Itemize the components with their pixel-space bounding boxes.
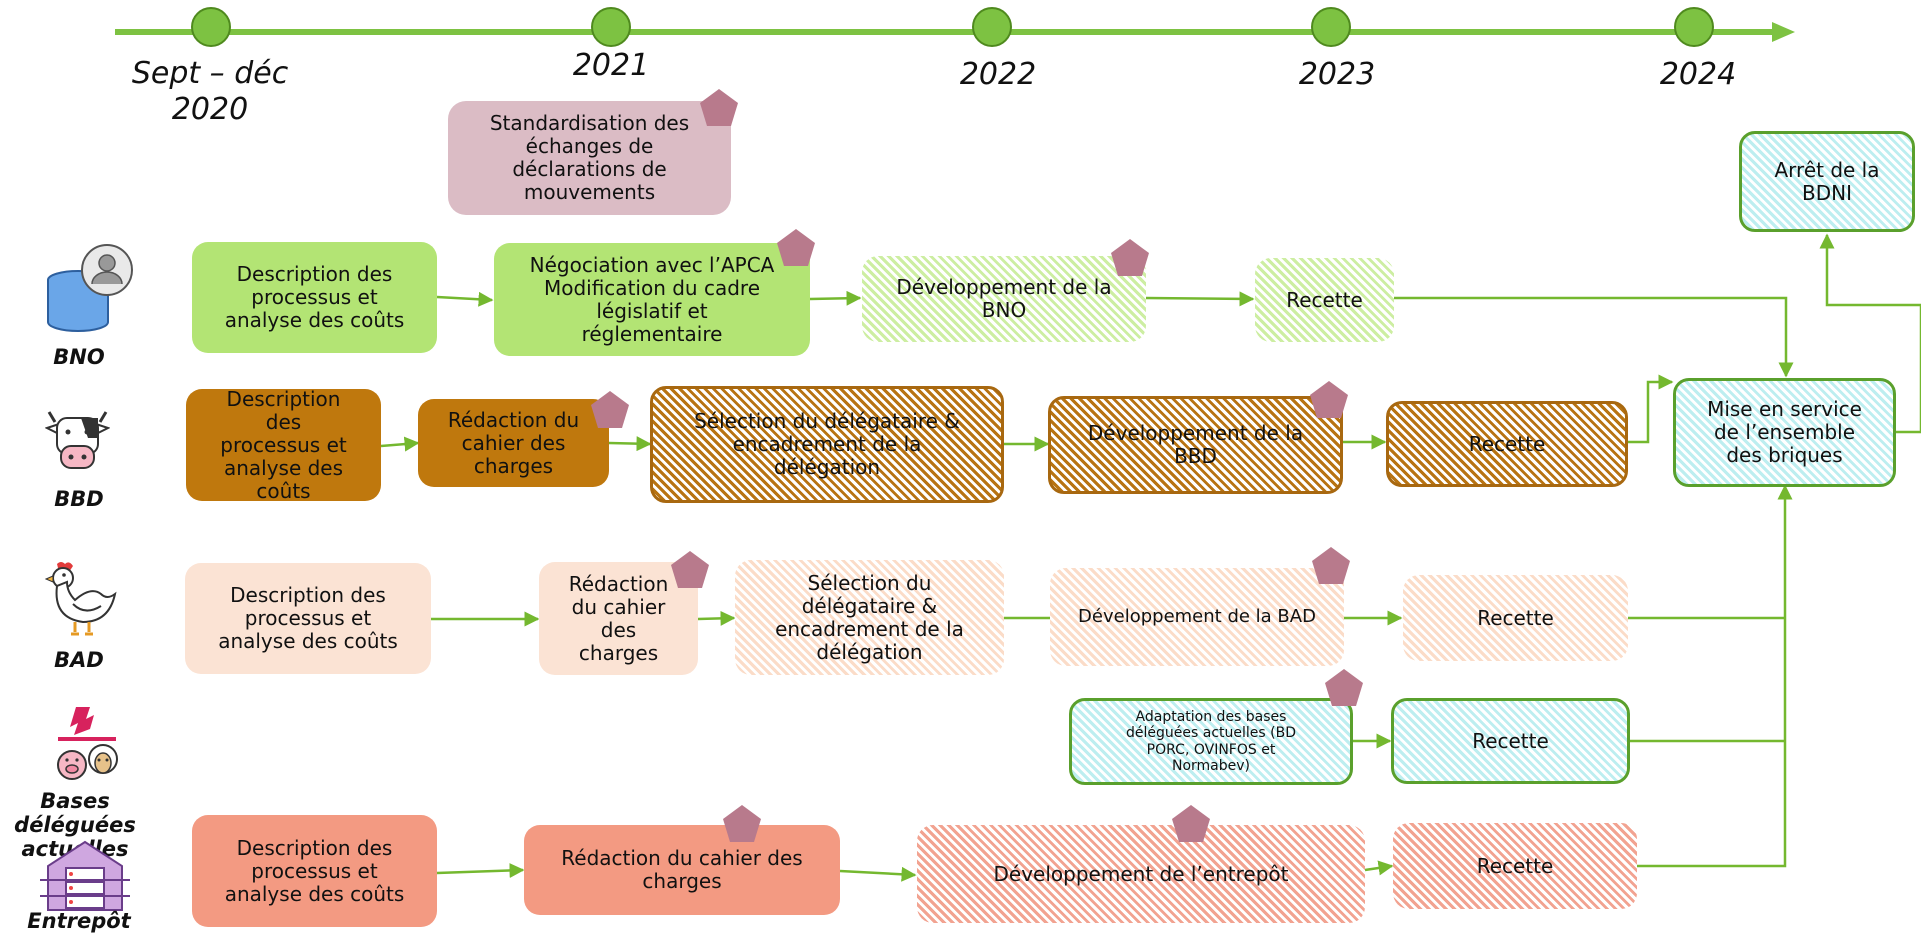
box-entrepot-developpement: Développement de l’entrepôt [917, 825, 1365, 923]
arrow-ent-desc-redac [436, 862, 525, 878]
year-label-2020: Sept – déc 2020 [131, 56, 289, 127]
arrow-bbd-recette-mise [1628, 374, 1674, 444]
box-bad-redaction: Rédaction du cahier des charges [539, 562, 698, 675]
box-bad-developpement: Développement de la BAD [1050, 568, 1344, 666]
year-label-2024: 2024 [1659, 57, 1737, 92]
year-label-2021: 2021 [572, 48, 650, 83]
box-bad-description: Description des processus et analyse des… [185, 563, 431, 674]
box-entrepot-recette: Recette [1393, 823, 1637, 909]
arrow-bno-desc-nego [436, 291, 494, 307]
box-bases-recette: Recette [1391, 698, 1630, 784]
pentagon-icon [777, 229, 815, 266]
pentagon-icon [671, 551, 709, 588]
arrow-ent-redac-dev [839, 866, 917, 882]
pentagon-icon [1312, 547, 1350, 584]
box-mise-en-service: Mise en service de l’ensemble des brique… [1673, 378, 1896, 487]
chicken-icon [45, 562, 117, 636]
pentagon-icon [723, 805, 761, 842]
arrow-ent-dev-recette [1364, 860, 1394, 876]
pentagon-icon [700, 89, 738, 126]
arrow-bad-redac-select [697, 610, 736, 626]
box-bad-selection: Sélection du délégataire & encadrement d… [735, 560, 1004, 675]
arrow-mise-arret [1819, 233, 1921, 434]
row-label-bno: BNO [53, 345, 105, 369]
timeline-dot-2024 [1674, 7, 1714, 47]
box-arret-bdni: Arrêt de la BDNI [1739, 131, 1915, 232]
timeline-arrowhead [1772, 22, 1795, 42]
cow-icon [45, 411, 110, 469]
pentagon-icon [591, 391, 629, 428]
box-bbd-selection: Sélection du délégataire & encadrement d… [650, 386, 1004, 503]
database-user-icon [47, 244, 133, 332]
box-bbd-developpement: Développement de la BBD [1048, 396, 1343, 494]
year-label-2022: 2022 [959, 57, 1037, 92]
box-bbd-redaction: Rédaction du cahier des charges [418, 399, 609, 487]
box-entrepot-redaction: Rédaction du cahier des charges [524, 825, 840, 915]
arrow-bbd-redac-select [608, 436, 652, 452]
timeline-dot-2021 [591, 7, 631, 47]
box-bno-description: Description des processus et analyse des… [192, 242, 437, 353]
arrow-bbd-desc-redac [380, 436, 420, 452]
row-label-entrepot: Entrepôt [27, 909, 131, 933]
arrow-ent-recette-mise [1637, 484, 1793, 868]
box-bases-adaptation: Adaptation des bases déléguées actuelles… [1069, 698, 1353, 785]
box-bbd-description: Description des processus et analyse des… [186, 387, 381, 502]
arrow-bno-nego-dev [809, 290, 862, 306]
box-bno-developpement: Développement de la BNO [862, 256, 1146, 342]
pentagon-icon [1310, 381, 1348, 418]
arrow-bno-recette-mise [1394, 296, 1794, 378]
pentagon-icon [1172, 805, 1210, 842]
timeline-dot-2020 [191, 7, 231, 47]
timeline-dot-2022 [972, 7, 1012, 47]
pentagon-icon [1325, 669, 1363, 706]
box-bno-recette: Recette [1255, 258, 1394, 342]
timeline-dot-2023 [1311, 7, 1351, 47]
row-label-bad: BAD [54, 648, 104, 672]
row-label-bbd: BBD [54, 487, 104, 511]
box-bad-recette: Recette [1403, 575, 1628, 661]
box-bno-negociation: Négociation avec l’APCA Modification du … [494, 243, 810, 356]
pentagon-icon [1111, 239, 1149, 276]
box-standardisation: Standardisation des échanges de déclarat… [448, 101, 731, 215]
box-bbd-recette: Recette [1386, 401, 1628, 487]
pig-sheep-icon [57, 707, 118, 780]
year-label-2023: 2023 [1298, 57, 1376, 92]
box-entrepot-description: Description des processus et analyse des… [192, 815, 437, 927]
warehouse-server-icon [40, 840, 130, 911]
arrow-bno-dev-recette [1145, 291, 1255, 307]
